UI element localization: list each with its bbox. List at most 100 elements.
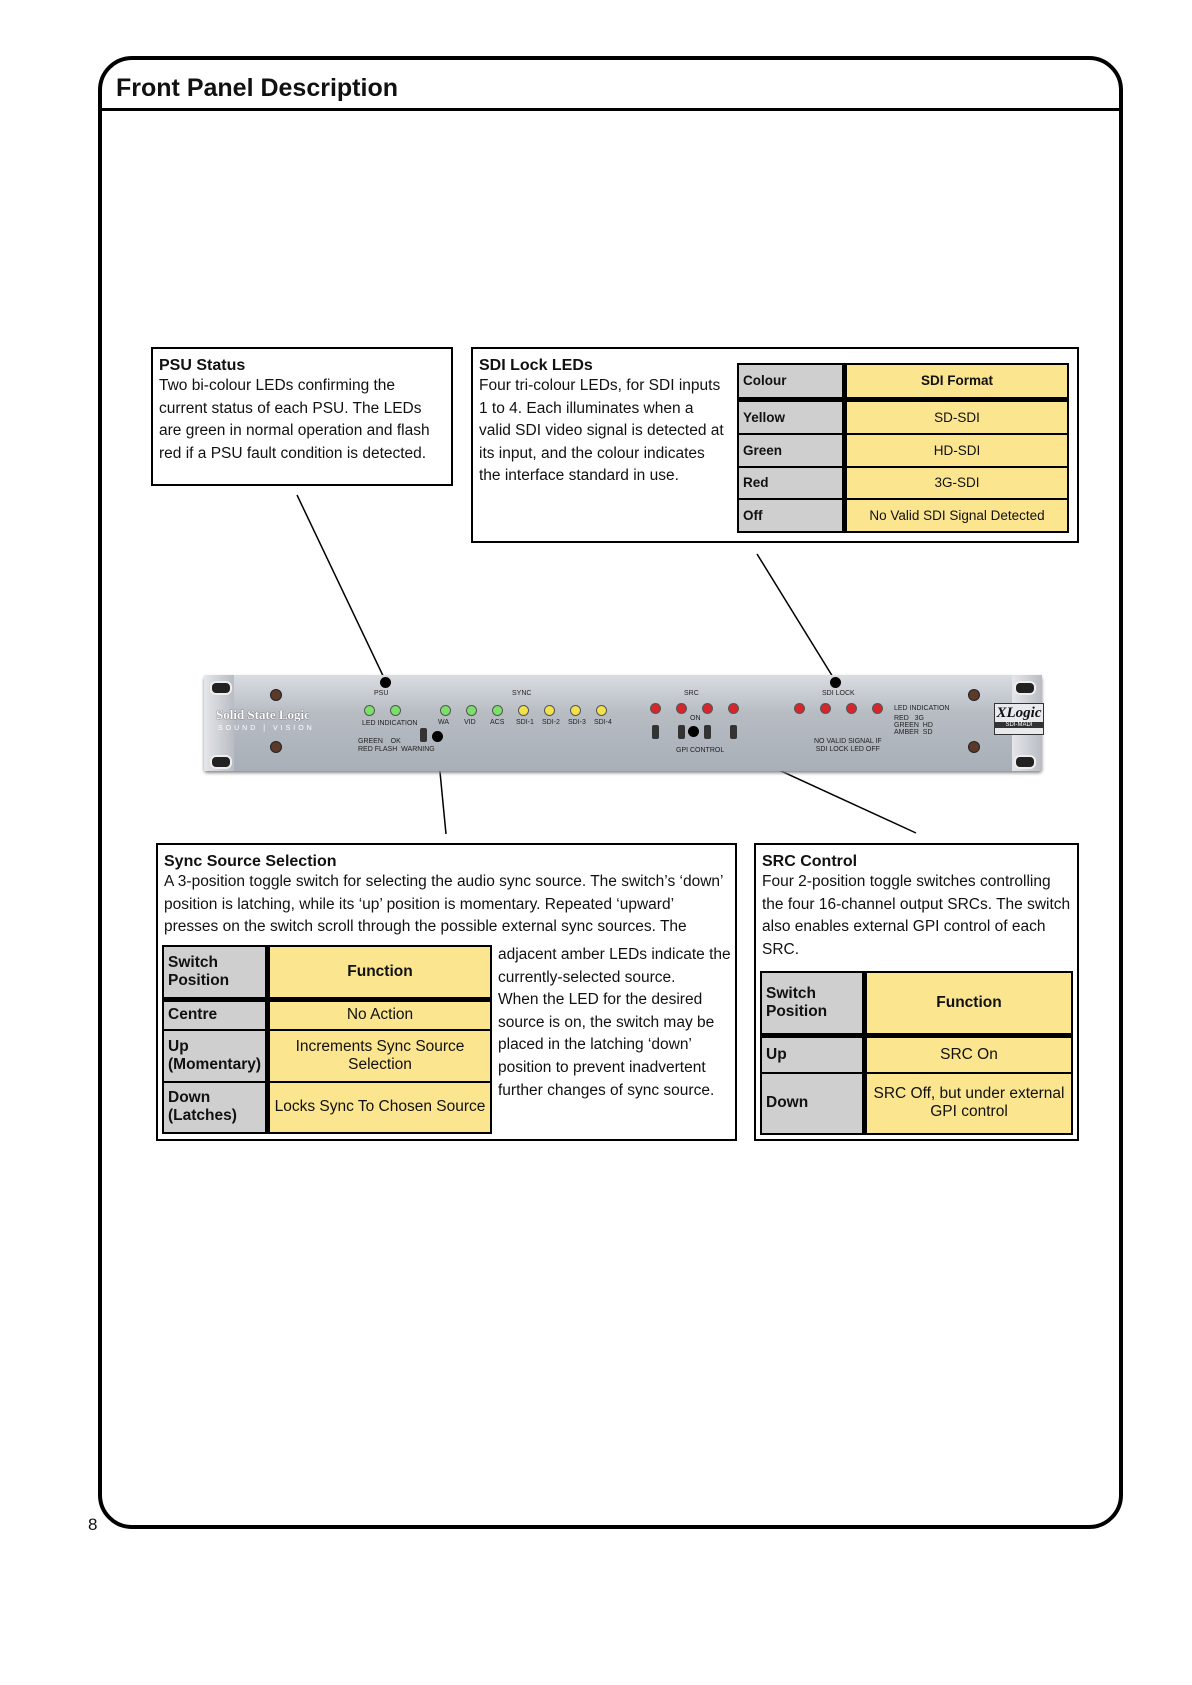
table-cell-value: SRC On [863, 1034, 1073, 1074]
sdi-lock-box: SDI Lock LEDs Four tri-colour LEDs, for … [471, 347, 1079, 543]
sdi-led-indication-label: LED INDICATION [894, 705, 950, 712]
table-cell-value: Increments Sync Source Selection [266, 1029, 493, 1083]
sync-led [492, 705, 503, 716]
psu-body: Two bi-colour LEDs confirming the curren… [159, 377, 430, 462]
rack-slot [210, 681, 232, 695]
logo-sub: SDI-MADI [995, 722, 1043, 728]
table-header-position: Switch Position [162, 944, 271, 1002]
sync-led [466, 705, 477, 716]
callout-dot [432, 731, 443, 742]
rack-slot [1014, 681, 1036, 695]
src-led [728, 703, 739, 714]
src-toggle-switch[interactable] [704, 725, 711, 739]
sdi-led [794, 703, 805, 714]
src-led [650, 703, 661, 714]
xlogic-logo: XLogic SDI-MADI [994, 703, 1044, 735]
table-cell-key: Centre [162, 998, 271, 1032]
psu-status-box: PSU Status Two bi-colour LEDs confirming… [151, 347, 453, 486]
logo-text: XLogic [996, 705, 1042, 721]
table-cell-key: Up [760, 1034, 867, 1074]
table-header-function: Function [863, 970, 1073, 1039]
table-cell-key: Down [760, 1071, 867, 1136]
table-cell-key: Down (Latches) [162, 1080, 271, 1135]
screw [968, 689, 980, 701]
sync-body: A 3-position toggle switch for selecting… [164, 873, 723, 936]
sync-led [544, 705, 555, 716]
src-toggle-switch[interactable] [652, 725, 659, 739]
table-header-colour: Colour [737, 363, 847, 402]
gpi-label: GPI CONTROL [676, 747, 725, 754]
src-toggle-switch[interactable] [730, 725, 737, 739]
sync-led [518, 705, 529, 716]
sync-led [596, 705, 607, 716]
sync-toggle-switch[interactable] [420, 728, 427, 742]
callout-dot [688, 726, 699, 737]
page-frame [98, 56, 1123, 1529]
table-cell-value: SRC Off, but under external GPI control [863, 1071, 1073, 1136]
rack-slot [210, 755, 232, 769]
page-number: 8 [88, 1515, 98, 1534]
psu-heading: PSU Status [159, 357, 246, 374]
src-label: SRC [684, 690, 699, 697]
device-front-panel: Solid State Logic SOUND | VISION PSU LED… [204, 675, 1044, 771]
table-header-position: Switch Position [760, 970, 867, 1039]
sync-led-label: SDI-3 [568, 719, 586, 726]
sync-led-label: VID [464, 719, 476, 726]
table-cell-value: SD-SDI [843, 398, 1069, 435]
table-cell-value: HD-SDI [843, 433, 1069, 468]
table-cell-value: No Action [266, 998, 493, 1032]
table-header-format: SDI Format [843, 363, 1069, 402]
sync-led [570, 705, 581, 716]
sync-led-label: WA [438, 719, 450, 726]
sdi-led [820, 703, 831, 714]
table-cell-key: Off [737, 498, 847, 533]
brand-sub: SOUND | VISION [218, 725, 315, 732]
sync-side-text: adjacent amber LEDs indicate the current… [498, 946, 731, 1099]
sync-source-box: Sync Source Selection A 3-position toggl… [156, 843, 737, 1141]
table-cell-key: Up (Momentary) [162, 1029, 271, 1083]
screw [270, 741, 282, 753]
psu-led [390, 705, 401, 716]
sdi-body: Four tri-colour LEDs, for SDI inputs 1 t… [479, 377, 724, 485]
rack-slot [1014, 755, 1036, 769]
sdi-led [872, 703, 883, 714]
src-toggle-switch[interactable] [678, 725, 685, 739]
src-led [702, 703, 713, 714]
sync-heading: Sync Source Selection [164, 853, 337, 870]
on-label: ON [690, 715, 701, 722]
page-title: Front Panel Description [116, 74, 398, 102]
table-header-function: Function [266, 944, 493, 1002]
sync-led [440, 705, 451, 716]
table-header-row: Colour SDI Format [737, 363, 1069, 402]
sdi-heading: SDI Lock LEDs [479, 357, 593, 374]
sdi-color-legend: RED 3G GREEN HD AMBER SD [894, 715, 933, 736]
led-indication-label: LED INDICATION [362, 720, 418, 727]
screw [968, 741, 980, 753]
screw [270, 689, 282, 701]
brand-name: Solid State Logic [216, 707, 310, 722]
table-cell-value: 3G-SDI [843, 465, 1069, 501]
src-body: Four 2-position toggle switches controll… [762, 873, 1071, 958]
table-row: Up (Momentary)Increments Sync Source Sel… [162, 1029, 493, 1083]
title-rule [100, 108, 1121, 111]
src-heading: SRC Control [762, 853, 858, 870]
table-cell-value: No Valid SDI Signal Detected [843, 498, 1069, 533]
callout-dot [380, 677, 391, 688]
sdi-led [846, 703, 857, 714]
psu-label: PSU [374, 690, 389, 697]
src-control-box: SRC Control Four 2-position toggle switc… [754, 843, 1079, 1141]
sync-led-label: SDI-1 [516, 719, 534, 726]
psu-led [364, 705, 375, 716]
table-row: Down (Latches)Locks Sync To Chosen Sourc… [162, 1080, 493, 1135]
table-cell-key: Yellow [737, 398, 847, 435]
